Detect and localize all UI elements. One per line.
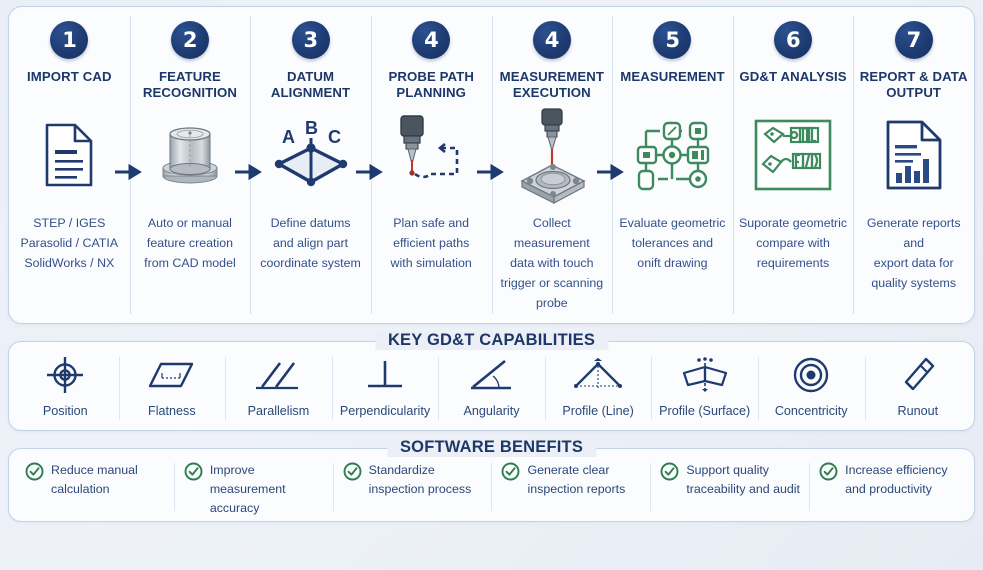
capability-label: Angularity [463, 404, 520, 418]
step-title: MEASUREMENT EXECUTION [499, 68, 605, 100]
step-title: PROBE PATH PLANNING [388, 69, 474, 101]
flatness-parallelogram-icon [148, 353, 194, 397]
benefit-item[interactable]: Reduce manual calculation [15, 461, 174, 515]
capability-angularity[interactable]: Angularity [438, 353, 545, 424]
datum-abc-icon: A B C [256, 109, 365, 201]
step-title: GD&T ANALYSIS [739, 69, 847, 84]
step-number-badge: 2 [170, 21, 209, 59]
step-number-badge: 4 [412, 21, 451, 59]
step-title: REPORT & DATA OUTPUT [859, 69, 968, 101]
process-step-datum-alignment[interactable]: 3 DATUM ALIGNMENT A B C Define datums an… [250, 7, 383, 323]
benefit-label: Increase efficiency and productivity [845, 463, 948, 497]
step-number-badge: 7 [894, 21, 933, 59]
arrow-right-icon [597, 163, 625, 181]
step-number-badge: 1 [50, 21, 89, 59]
benefit-item[interactable]: Improve measurement accuracy [173, 461, 333, 515]
process-step-import-cad[interactable]: 1 IMPORT CAD STEP / IGES Parasolid / CAT… [9, 7, 142, 323]
capabilities-section-title: KEY GD&T CAPABILITIES [374, 331, 609, 350]
cylindrical-part-icon [136, 109, 245, 201]
benefit-item[interactable]: Increase efficiency and productivity [809, 461, 968, 515]
check-circle-icon [184, 462, 203, 481]
gdt-frame-box-icon [739, 109, 848, 201]
check-circle-icon [25, 462, 44, 481]
step-description: Evaluate geometric tolerances and onift … [619, 216, 726, 271]
capability-profile-surface[interactable]: Profile (Surface) [651, 353, 758, 424]
step-number-badge: 3 [291, 21, 330, 59]
capability-label: Profile (Surface) [659, 404, 751, 418]
capability-label: Concentricity [774, 404, 848, 418]
process-step-report-data-output[interactable]: 7 REPORT & DATA OUTPUT Generate reports … [853, 7, 974, 323]
benefit-item[interactable]: Standardize inspection process [332, 461, 492, 515]
step-description: Collect measurement data with touch trig… [500, 215, 604, 310]
concentricity-icon [792, 353, 830, 397]
angularity-icon [470, 353, 513, 397]
check-circle-icon [660, 462, 679, 481]
step-title: DATUM ALIGNMENT [270, 69, 351, 101]
capability-runout[interactable]: Runout [864, 353, 972, 424]
arrow-right-icon [235, 163, 263, 181]
capability-label: Position [42, 404, 88, 418]
gdt-network-icon [618, 109, 727, 201]
benefits-section-title: SOFTWARE BENEFITS [386, 438, 597, 457]
step-description: Plan safe and efficient paths with simul… [390, 216, 472, 271]
process-step-measurement-evaluation[interactable]: 5 MEASUREMENT [612, 7, 733, 323]
process-step-probe-path-planning[interactable]: 4 PROBE PATH PLANNING Plan safe and effi… [370, 7, 504, 323]
benefit-label: Generate clear inspection reports [527, 463, 626, 497]
cmm-probe-fixture-icon [498, 107, 607, 204]
step-description: STEP / IGES Parasolid / CATIA SolidWorks… [20, 216, 119, 271]
cad-document-icon [15, 109, 124, 201]
runout-icon [900, 353, 936, 397]
key-gdt-capabilities-section: KEY GD&T CAPABILITIES Position [8, 331, 975, 431]
probe-path-icon [377, 109, 486, 201]
capability-concentricity[interactable]: Concentricity [757, 353, 865, 424]
step-description: Define datums and align part coordinate … [260, 216, 361, 271]
capability-profile-line[interactable]: Profile (Line) [544, 353, 652, 424]
step-number-badge: 5 [653, 21, 692, 59]
check-circle-icon [343, 462, 362, 481]
step-description: Auto or manual feature creation from CAD… [144, 216, 236, 271]
arrow-right-icon [114, 163, 142, 181]
profile-line-icon [572, 353, 624, 397]
report-chart-document-icon [859, 109, 968, 201]
profile-surface-icon [678, 353, 732, 397]
process-step-measurement-execution[interactable]: 4 MEASUREMENT EXECUTION Collect measurem… [491, 7, 625, 323]
capability-label: Profile (Line) [562, 404, 634, 418]
position-target-icon [45, 353, 85, 397]
arrow-right-icon [476, 163, 504, 181]
capability-label: Perpendicularity [339, 404, 431, 418]
process-flow-card: 1 IMPORT CAD STEP / IGES Parasolid / CAT… [8, 6, 975, 324]
capability-position[interactable]: Position [12, 353, 119, 424]
process-step-gdt-analysis[interactable]: 6 GD&T ANALYSIS [732, 7, 854, 323]
arrow-right-icon [355, 163, 383, 181]
step-number-badge: 4 [532, 21, 571, 59]
benefit-label: Support quality traceability and audit [686, 463, 800, 497]
capability-flatness[interactable]: Flatness [118, 353, 226, 424]
capability-perpendicularity[interactable]: Perpendicularity [331, 353, 439, 424]
capability-label: Parallelism [247, 404, 310, 418]
step-title: IMPORT CAD [27, 69, 112, 84]
capability-label: Flatness [148, 404, 196, 418]
benefit-label: Improve measurement accuracy [209, 463, 286, 516]
perpendicularity-icon [365, 353, 405, 397]
check-circle-icon [502, 462, 520, 481]
capability-parallelism[interactable]: Parallelism [225, 353, 332, 424]
step-description: Suporate geometric compare with requirem… [738, 216, 848, 271]
capability-label: Runout [897, 404, 939, 418]
parallelism-icon [256, 353, 300, 397]
benefit-item[interactable]: Generate clear inspection reports [491, 461, 650, 515]
benefit-label: Standardize inspection process [368, 463, 472, 497]
step-number-badge: 6 [774, 21, 813, 59]
check-circle-icon [819, 462, 838, 481]
benefit-label: Reduce manual calculation [51, 463, 138, 497]
step-title: MEASUREMENT [620, 69, 725, 84]
datum-label-c: C [328, 127, 341, 147]
software-benefits-section: SOFTWARE BENEFITS Reduce manual calculat… [8, 438, 975, 522]
datum-label-b: B [305, 118, 318, 138]
process-step-feature-recognition[interactable]: 2 FEATURE RECOGNITION [129, 7, 263, 323]
step-description: Generate reports and export data for qua… [866, 216, 961, 291]
datum-label-a: A [282, 127, 295, 147]
benefit-item[interactable]: Support quality traceability and audit [650, 461, 809, 515]
step-title: FEATURE RECOGNITION [142, 69, 238, 101]
